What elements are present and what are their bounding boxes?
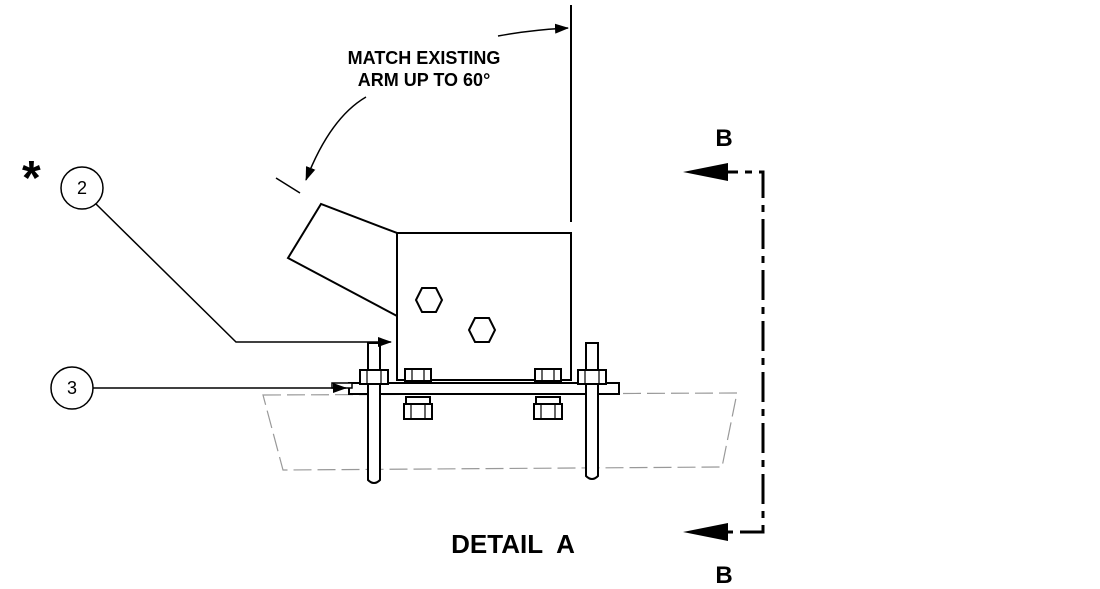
hex-bolt-lower — [467, 317, 497, 343]
callout-number-3: 3 — [67, 378, 77, 398]
arm-extension-line — [275, 177, 301, 194]
nut-top-left — [359, 369, 389, 385]
angle-arc-lower — [305, 96, 367, 181]
annotation-line-1: MATCH EXISTING — [348, 48, 501, 68]
section-arrow-bottom — [683, 523, 728, 541]
section-label-bottom: B — [715, 562, 732, 589]
annotation-line-2: ARM UP TO 60° — [358, 70, 491, 90]
foundation-outline — [262, 392, 738, 471]
section-label-top: B — [715, 125, 732, 152]
section-arrow-top — [683, 163, 728, 181]
section-cut-line — [708, 170, 765, 534]
nut-inner-bottom-right-2 — [533, 403, 563, 420]
asterisk-mark: * — [22, 152, 41, 205]
anchor-rod-right — [585, 342, 599, 480]
angle-arc-upper — [497, 23, 569, 37]
hex-bolt-upper — [414, 287, 444, 313]
callout-bubble-2 — [60, 166, 104, 210]
nut-inner-top-left — [404, 368, 432, 382]
nut-inner-bottom-left-2 — [403, 403, 433, 420]
nut-inner-top-right — [534, 368, 562, 382]
callout-number-2: 2 — [77, 178, 87, 198]
detail-title: DETAIL A — [451, 529, 575, 559]
nut-top-right — [577, 369, 607, 385]
arm-stub — [286, 202, 398, 318]
callout-2-leader — [95, 203, 392, 347]
anchor-rod-left — [367, 342, 381, 484]
